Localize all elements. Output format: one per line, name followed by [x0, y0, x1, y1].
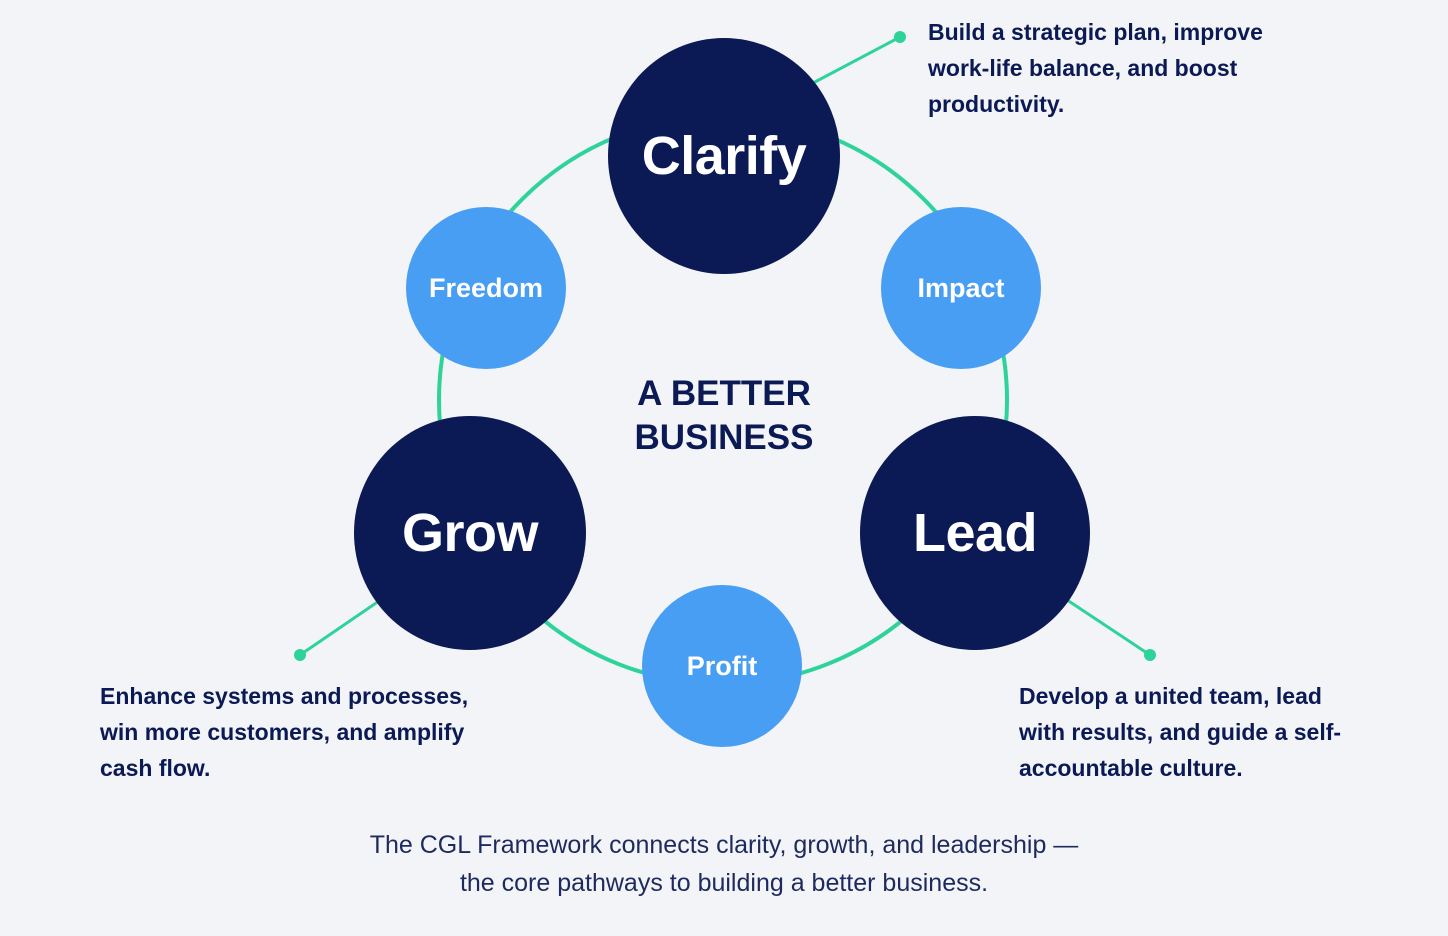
grow-node: Grow — [354, 416, 586, 650]
center-title-line-1: A BETTER — [637, 374, 811, 413]
grow-callout-dot-end — [294, 649, 306, 661]
clarify-callout-dot-end — [894, 31, 906, 43]
freedom-label: Freedom — [428, 272, 544, 303]
center-title-line-2: BUSINESS — [634, 418, 814, 457]
center-title: A BETTER BUSINESS — [560, 372, 888, 460]
profit-label: Profit — [686, 650, 758, 681]
lead-callout-dot-end — [1144, 649, 1156, 661]
grow-description: Enhance systems and processes, win more … — [100, 683, 469, 781]
grow-label: Grow — [401, 503, 539, 563]
clarify-description: Build a strategic plan, improve work-lif… — [928, 19, 1263, 117]
profit-node: Profit — [642, 585, 802, 747]
lead-description: Develop a united team, lead with results… — [1019, 683, 1342, 781]
caption-line-2: the core pathways to building a better b… — [459, 869, 989, 897]
impact-node: Impact — [881, 207, 1041, 369]
freedom-node: Freedom — [406, 207, 566, 369]
lead-node: Lead — [860, 416, 1090, 650]
clarify-label: Clarify — [641, 126, 807, 186]
lead-label: Lead — [912, 503, 1038, 563]
impact-label: Impact — [917, 272, 1005, 303]
caption-line-1: The CGL Framework connects clarity, grow… — [369, 831, 1079, 859]
clarify-node: Clarify — [608, 38, 840, 274]
framework-caption: The CGL Framework connects clarity, grow… — [300, 826, 1148, 902]
